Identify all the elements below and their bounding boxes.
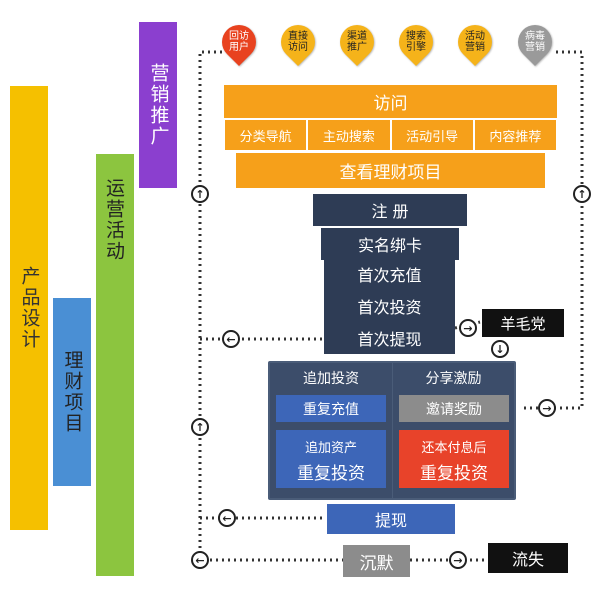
view-projects-label: 查看理财项目 bbox=[339, 163, 442, 183]
channel-label: 活动 营销 bbox=[465, 30, 485, 53]
add-assets-box: 追加资产 重复投资 bbox=[276, 430, 386, 488]
product-design-label: 产品设计 bbox=[18, 266, 41, 350]
channel-label: 渠道 推广 bbox=[347, 30, 367, 53]
silent-stage: 沉默 bbox=[343, 545, 410, 577]
channel-pin-search-engine: 搜索 引擎 bbox=[391, 17, 441, 67]
channel-label: 病毒 营销 bbox=[525, 30, 545, 53]
churn-label: 流失 bbox=[511, 550, 544, 569]
up-arrow-icon: ↑ bbox=[191, 185, 209, 203]
repeat-deposit-button: 重复充值 bbox=[276, 395, 386, 422]
first-withdraw-label: 首次提现 bbox=[357, 330, 422, 349]
channel-label: 回访 用户 bbox=[229, 30, 249, 53]
share-incentive-title: 分享激励 bbox=[425, 371, 482, 387]
left-arrow-icon: ← bbox=[222, 330, 240, 348]
visit-sources-row: 分类导航 主动搜索 活动引导 内容推荐 bbox=[224, 119, 557, 151]
finance-project-label: 理财项目 bbox=[61, 350, 84, 434]
marketing-promotion-label: 营销推广 bbox=[147, 63, 170, 147]
bind-card-stage: 实名绑卡 bbox=[321, 228, 459, 260]
channel-pin-direct-visit: 直接 访问 bbox=[273, 17, 323, 67]
withdraw-label: 提现 bbox=[374, 511, 407, 530]
marketing-promotion-bar: 营销推广 bbox=[139, 22, 177, 188]
add-invest-title: 追加投资 bbox=[303, 371, 359, 387]
wool-party-box: 羊毛党 bbox=[482, 309, 564, 337]
post-repayment-label: 还本付息后 bbox=[421, 441, 487, 456]
repeat-invest-label: 重复投资 bbox=[420, 464, 488, 484]
channel-pin-viral-marketing: 病毒 营销 bbox=[510, 17, 560, 67]
channel-pin-event-marketing: 活动 营销 bbox=[450, 17, 500, 67]
left-arrow-icon: ← bbox=[191, 551, 209, 569]
first-invest-label: 首次投资 bbox=[357, 298, 422, 317]
post-repayment-box: 还本付息后 重复投资 bbox=[399, 430, 509, 488]
channel-label: 直接 访问 bbox=[288, 30, 308, 53]
silent-label: 沉默 bbox=[359, 553, 394, 574]
operations-activity-label: 运营活动 bbox=[103, 178, 125, 262]
finance-project-bar: 理财项目 bbox=[53, 298, 91, 486]
product-design-bar: 产品设计 bbox=[10, 86, 48, 530]
repeat-invest-label: 重复投资 bbox=[297, 464, 365, 484]
source-event-guide: 活动引导 bbox=[390, 119, 474, 151]
share-incentive-column: 分享激励 邀请奖励 还本付息后 重复投资 bbox=[393, 363, 514, 498]
first-withdraw-stage: 首次提现 bbox=[324, 322, 455, 354]
withdraw-stage: 提现 bbox=[327, 504, 455, 534]
view-projects-stage: 查看理财项目 bbox=[236, 153, 545, 188]
right-arrow-icon: → bbox=[449, 551, 467, 569]
up-arrow-icon: ↑ bbox=[191, 418, 209, 436]
source-active-search: 主动搜索 bbox=[307, 119, 391, 151]
invite-reward-button: 邀请奖励 bbox=[399, 395, 509, 422]
left-loop-line bbox=[198, 50, 345, 562]
up-arrow-icon: ↑ bbox=[573, 185, 591, 203]
channel-pin-channel-promo: 渠道 推广 bbox=[332, 17, 382, 67]
left-arrow-icon: ← bbox=[218, 509, 236, 527]
visit-stage: 访问 bbox=[224, 85, 557, 118]
operations-activity-bar: 运营活动 bbox=[96, 154, 134, 576]
channel-label: 搜索 引擎 bbox=[406, 30, 426, 53]
channel-pin-return-users: 回访 用户 bbox=[214, 17, 264, 67]
right-arrow-icon: → bbox=[459, 319, 477, 337]
source-content-recommend: 内容推荐 bbox=[473, 119, 557, 151]
churn-box: 流失 bbox=[488, 543, 568, 573]
register-label: 注 册 bbox=[371, 202, 409, 221]
right-arrow-icon: → bbox=[538, 399, 556, 417]
bind-card-label: 实名绑卡 bbox=[357, 236, 422, 255]
first-invest-stage: 首次投资 bbox=[324, 290, 455, 322]
add-assets-label: 追加资产 bbox=[304, 441, 357, 456]
first-deposit-stage: 首次充值 bbox=[324, 258, 455, 290]
first-deposit-label: 首次充值 bbox=[357, 266, 422, 285]
visit-label: 访问 bbox=[373, 94, 408, 114]
down-arrow-icon: ↓ bbox=[491, 340, 509, 358]
add-invest-column: 追加投资 重复充值 追加资产 重复投资 bbox=[270, 363, 392, 498]
wool-party-label: 羊毛党 bbox=[500, 314, 546, 333]
source-category-nav: 分类导航 bbox=[224, 119, 308, 151]
right-loop-line bbox=[524, 50, 584, 410]
register-stage: 注 册 bbox=[313, 194, 467, 226]
